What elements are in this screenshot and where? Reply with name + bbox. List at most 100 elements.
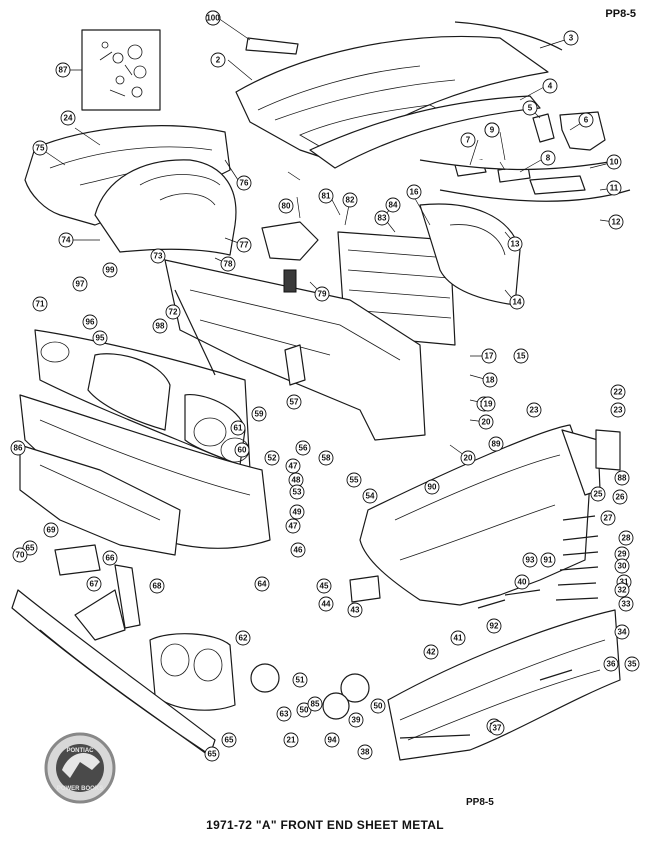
callout-number: 64 bbox=[258, 580, 267, 589]
callout-12: 12 bbox=[608, 214, 624, 230]
support-bracket-69 bbox=[54, 544, 101, 576]
callout-number: 48 bbox=[292, 476, 301, 485]
callout-number: 69 bbox=[47, 526, 56, 535]
callout-69: 69 bbox=[43, 522, 59, 538]
door-outer-panel bbox=[387, 609, 621, 761]
callout-number: 90 bbox=[428, 483, 437, 492]
callout-number: 51 bbox=[296, 676, 305, 685]
callout-62: 62 bbox=[235, 630, 251, 646]
callout-number: 75 bbox=[36, 144, 45, 153]
callout-36: 36 bbox=[603, 656, 619, 672]
callout-number: 87 bbox=[59, 66, 68, 75]
callout-number: 46 bbox=[294, 546, 303, 555]
hood-prop-rod bbox=[174, 289, 216, 376]
callout-47: 47 bbox=[285, 518, 301, 534]
callout-number: 6 bbox=[584, 116, 589, 125]
wheel-opening-moulding bbox=[539, 669, 573, 681]
logo-top-text: PONTIAC bbox=[67, 748, 95, 754]
callout-28: 28 bbox=[618, 530, 634, 546]
callout-54: 54 bbox=[362, 488, 378, 504]
callout-51: 51 bbox=[292, 672, 308, 688]
callout-number: 72 bbox=[169, 308, 178, 317]
callout-30: 30 bbox=[614, 558, 630, 574]
callout-number: 33 bbox=[622, 600, 631, 609]
callout-number: 68 bbox=[153, 582, 162, 591]
callout-71: 71 bbox=[32, 296, 48, 312]
callout-number: 36 bbox=[607, 660, 616, 669]
callout-number: 63 bbox=[280, 710, 289, 719]
callout-65: 65 bbox=[204, 746, 220, 762]
callout-number: 79 bbox=[318, 290, 327, 299]
callout-22: 22 bbox=[610, 384, 626, 400]
callout-4: 4 bbox=[542, 78, 558, 94]
callout-number: 93 bbox=[526, 556, 535, 565]
grille-bumper-assembly bbox=[34, 329, 251, 471]
callout-number: 43 bbox=[351, 606, 360, 615]
callout-26: 26 bbox=[612, 489, 628, 505]
callout-65: 65 bbox=[221, 732, 237, 748]
callout-number: 57 bbox=[290, 398, 299, 407]
logo-bottom-text: POWER BOOKS bbox=[57, 786, 103, 792]
callout-number: 44 bbox=[322, 600, 331, 609]
headlamp-left bbox=[250, 663, 280, 693]
callout-42: 42 bbox=[423, 644, 439, 660]
callout-number: 38 bbox=[361, 748, 370, 757]
callout-number: 95 bbox=[96, 334, 105, 343]
callout-32: 32 bbox=[614, 582, 630, 598]
callout-63: 63 bbox=[276, 706, 292, 722]
callout-number: 62 bbox=[239, 634, 248, 643]
callout-14: 14 bbox=[509, 294, 525, 310]
callout-number: 81 bbox=[322, 192, 331, 201]
inset-hardware-box bbox=[81, 29, 161, 111]
callout-46: 46 bbox=[290, 542, 306, 558]
callout-24: 24 bbox=[60, 110, 76, 126]
callout-64: 64 bbox=[254, 576, 270, 592]
callout-66: 66 bbox=[102, 550, 118, 566]
callout-96: 96 bbox=[82, 314, 98, 330]
callout-25: 25 bbox=[590, 486, 606, 502]
callout-number: 96 bbox=[86, 318, 95, 327]
callout-number: 39 bbox=[352, 716, 361, 725]
callout-2: 2 bbox=[210, 52, 226, 68]
headlamp-ring bbox=[322, 692, 350, 720]
callout-number: 56 bbox=[299, 444, 308, 453]
callout-81: 81 bbox=[318, 188, 334, 204]
callout-number: 23 bbox=[614, 406, 623, 415]
callout-number: 45 bbox=[320, 582, 329, 591]
callout-number: 49 bbox=[293, 508, 302, 517]
callout-number: 61 bbox=[234, 424, 243, 433]
callout-56: 56 bbox=[295, 440, 311, 456]
callout-number: 34 bbox=[618, 628, 627, 637]
callout-number: 26 bbox=[616, 493, 625, 502]
callout-number: 4 bbox=[548, 82, 553, 91]
side-marker-lamp bbox=[595, 429, 621, 471]
callout-number: 52 bbox=[268, 454, 277, 463]
callout-84: 84 bbox=[385, 197, 401, 213]
callout-43: 43 bbox=[347, 602, 363, 618]
callout-91: 91 bbox=[540, 552, 556, 568]
callout-number: 35 bbox=[628, 660, 637, 669]
callout-5: 5 bbox=[522, 100, 538, 116]
license-bracket bbox=[529, 175, 586, 195]
callout-number: 17 bbox=[485, 352, 494, 361]
hood-inner-panel bbox=[309, 95, 541, 169]
headlamp-right bbox=[340, 673, 370, 703]
callout-53: 53 bbox=[289, 484, 305, 500]
callout-number: 24 bbox=[64, 114, 73, 123]
callout-50: 50 bbox=[370, 698, 386, 714]
callout-44: 44 bbox=[318, 596, 334, 612]
callout-3: 3 bbox=[563, 30, 579, 46]
callout-95: 95 bbox=[92, 330, 108, 346]
callout-68: 68 bbox=[149, 578, 165, 594]
callout-83: 83 bbox=[374, 210, 390, 226]
parking-lamp bbox=[349, 575, 381, 603]
callout-76: 76 bbox=[236, 175, 252, 191]
callout-100: 100 bbox=[205, 10, 221, 26]
hood-scoop-ornament bbox=[245, 37, 299, 55]
callout-number: 37 bbox=[493, 724, 502, 733]
callout-number: 11 bbox=[610, 184, 619, 193]
callout-13: 13 bbox=[507, 236, 523, 252]
callout-number: 74 bbox=[62, 236, 71, 245]
callout-60: 60 bbox=[234, 442, 250, 458]
callout-number: 97 bbox=[76, 280, 85, 289]
